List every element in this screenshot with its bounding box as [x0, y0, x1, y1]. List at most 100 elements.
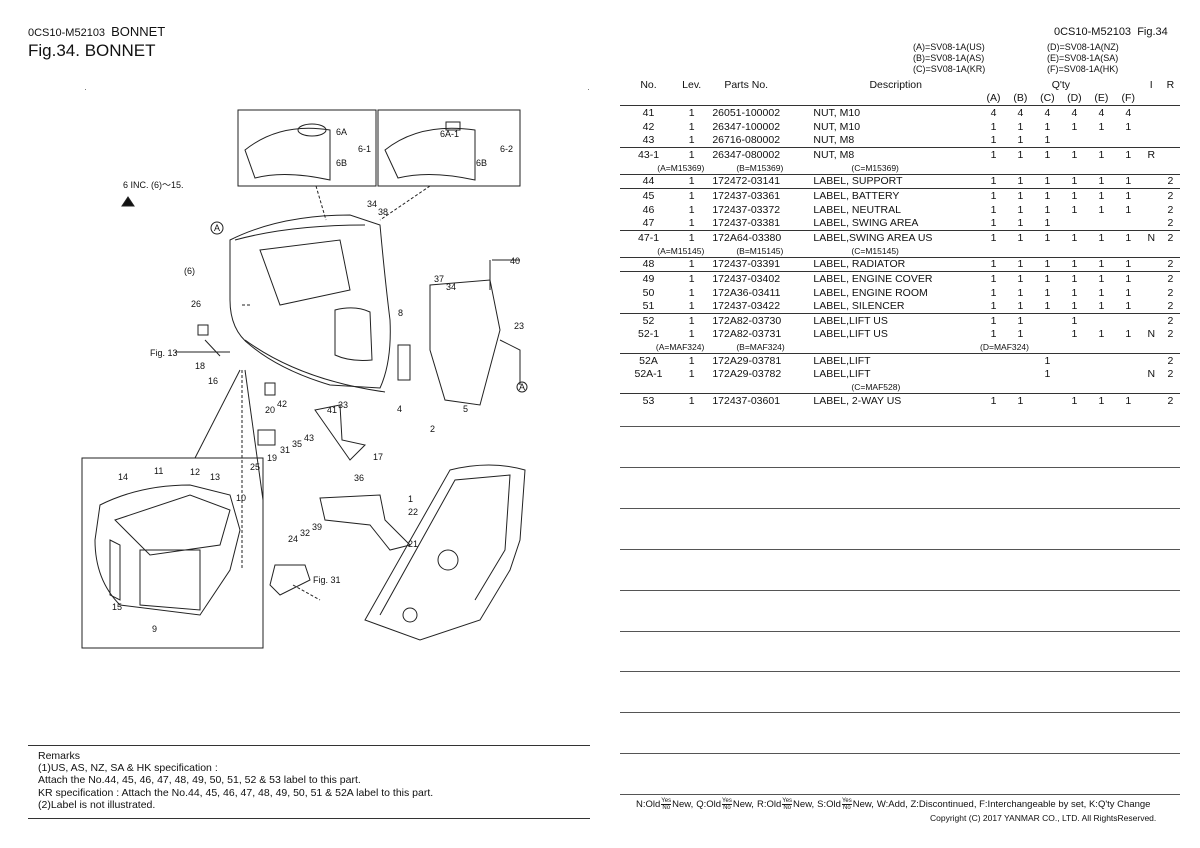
- note-b: (B=M15369): [736, 162, 784, 173]
- remark-ref: 2: [1167, 300, 1174, 313]
- doc-code-right: 0CS10-M52103: [1054, 26, 1132, 38]
- part-number: 172A82-03731: [712, 328, 782, 341]
- qty-cell: 1: [1006, 393, 1034, 408]
- table-note-row: (A=MAF324)(B=MAF324)(D=MAF324): [620, 341, 1180, 354]
- pin-a-left: [210, 221, 224, 235]
- doc-code: 0CS10-M52103: [28, 27, 106, 39]
- part-no: 51: [642, 300, 655, 313]
- qty-cell: [1088, 216, 1115, 230]
- table-note-row: (A=M15145)(B=M15145)(C=M15145): [620, 245, 1180, 258]
- legend-prefix: S:Old: [817, 799, 841, 811]
- remarks-line: KR specification : Attach the No.44, 45,…: [38, 786, 434, 799]
- qty-cell: [1114, 312, 1142, 328]
- qty-cell: 1: [1114, 393, 1142, 408]
- qty-cell: 1: [1006, 173, 1034, 189]
- bracket-21: [319, 494, 411, 551]
- part-description: LABEL, BATTERY: [811, 188, 981, 203]
- callout: 33: [338, 400, 348, 410]
- qty-cell: [1115, 133, 1142, 147]
- qty-cell: 1: [1017, 217, 1024, 230]
- interchange-code: [1142, 203, 1161, 217]
- callout: 10: [236, 493, 246, 503]
- qty-cell: [1088, 368, 1115, 382]
- part-26: [197, 324, 209, 336]
- qty-cell: 1: [1098, 203, 1105, 216]
- part-level: 1: [677, 393, 707, 408]
- note-b: [706, 381, 811, 394]
- qty-cell: 1: [1060, 173, 1088, 189]
- spec-code-c: (C)=SV08-1A(KR): [913, 64, 986, 74]
- callout: 17: [373, 452, 383, 462]
- callout: 41: [327, 405, 337, 415]
- note-d: [980, 381, 1180, 394]
- qty-cell: 1: [1098, 120, 1105, 133]
- part-no: 48: [620, 256, 678, 272]
- part-description: NUT, M10: [811, 105, 981, 120]
- remarks: Remarks (1)US, AS, NZ, SA & HK specifica…: [38, 750, 433, 811]
- qty-cell: 1: [990, 300, 997, 313]
- legend-prefix: N:Old: [636, 799, 661, 811]
- note-a: (A=M15369): [657, 162, 705, 173]
- callout: 19: [267, 453, 277, 463]
- callout: 6-1: [358, 144, 371, 154]
- note-c: (C=M15369): [851, 162, 899, 173]
- part-no: 41: [620, 105, 678, 120]
- legend-no: No: [662, 805, 671, 811]
- part-number: 172437-03402: [706, 271, 812, 286]
- legend-suffix: New,: [732, 799, 754, 811]
- part-description: LABEL, ENGINE ROOM: [813, 286, 928, 299]
- callout: 8: [398, 308, 403, 318]
- callout: 6B: [336, 158, 347, 168]
- part-number: 172A82-03730: [706, 312, 812, 328]
- callout: 6-2: [500, 144, 513, 154]
- note-c: (C=MAF528): [851, 382, 901, 393]
- bonnet-shape: [229, 214, 391, 389]
- callout: 31: [280, 445, 290, 455]
- callout: 6B: [476, 158, 487, 168]
- spec-codes-left: (A)=SV08-1A(US) (B)=SV08-1A(AS) (C)=SV08…: [913, 42, 985, 75]
- callout: 34: [367, 199, 377, 209]
- callout: 35: [292, 439, 302, 449]
- part-level: 1: [677, 173, 707, 189]
- margin-dot: ·: [587, 84, 590, 94]
- note-a: (A=M15145): [657, 245, 705, 256]
- legend-yes: Yes: [841, 798, 852, 805]
- interchange-code: [1142, 286, 1161, 300]
- qty-cell: 1: [1044, 120, 1051, 133]
- qty-cell: 1: [1098, 286, 1105, 299]
- qty-cell: [1006, 353, 1034, 368]
- part-level: 1: [688, 217, 695, 230]
- col-r: R: [1166, 78, 1175, 91]
- qty-cell: 1: [980, 229, 1007, 245]
- qty-col-f: (F): [1121, 92, 1135, 105]
- qty-cell: 1: [1060, 312, 1088, 328]
- part-no: 49: [620, 271, 678, 286]
- spec-codes-right: (D)=SV08-1A(NZ) (E)=SV08-1A(SA) (F)=SV08…: [1047, 42, 1119, 75]
- legend-yes: Yes: [661, 798, 672, 805]
- qty-col-a: (A): [986, 92, 1001, 105]
- part-no: 50: [642, 286, 655, 299]
- part-number: 172437-03422: [712, 300, 781, 313]
- qty-cell: 1: [1017, 328, 1024, 341]
- note-b: (B=MAF324): [736, 342, 785, 353]
- part-no: 46: [642, 203, 655, 216]
- qty-cell: 1: [1033, 146, 1061, 162]
- qty-cell: [1061, 133, 1088, 147]
- qty-cell: [1033, 393, 1061, 408]
- remark-ref: 2: [1167, 286, 1174, 299]
- spec-code-d: (D)=SV08-1A(NZ): [1047, 42, 1119, 52]
- spec-code-e: (E)=SV08-1A(SA): [1047, 53, 1119, 63]
- detail-label-left: [297, 123, 327, 137]
- note-a: (A=MAF324): [655, 342, 705, 353]
